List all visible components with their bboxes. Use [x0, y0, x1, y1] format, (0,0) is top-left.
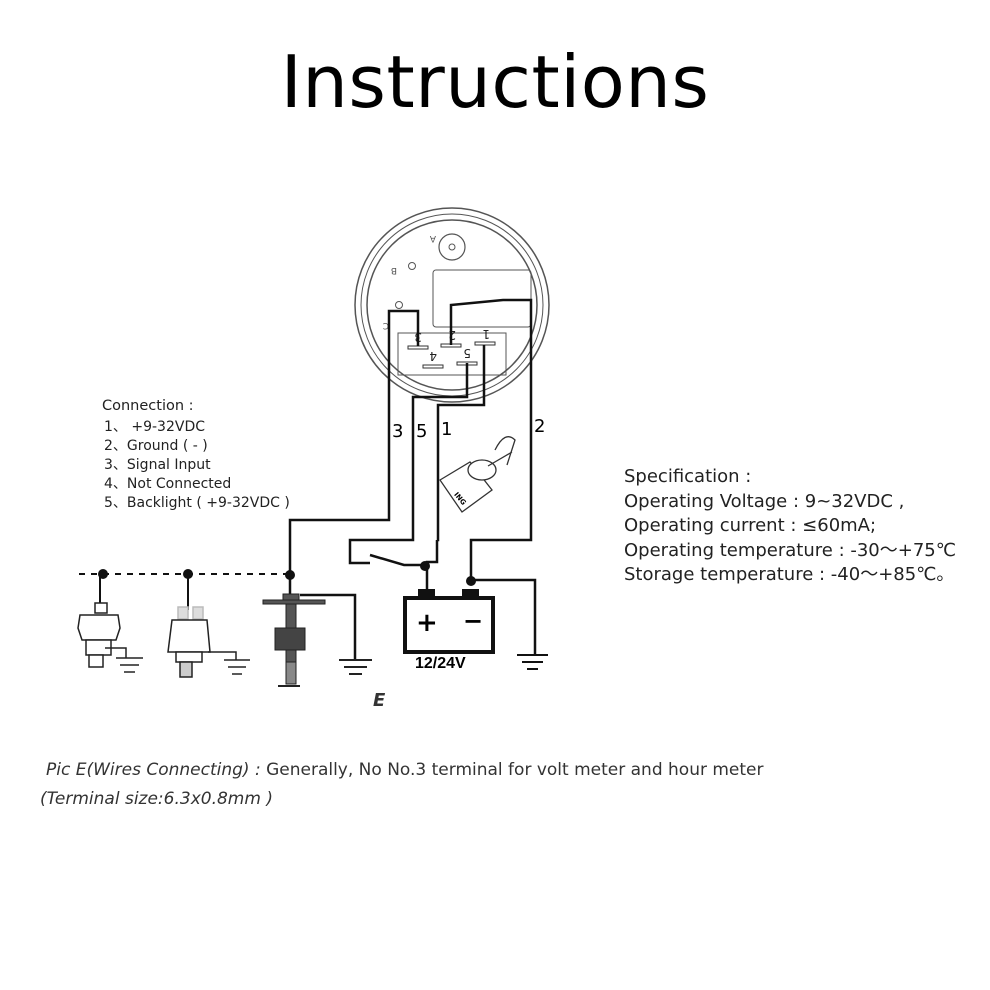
terminal-5: 5: [463, 346, 471, 360]
specification-list: Specification : Operating Voltage : 9~32…: [624, 465, 956, 588]
ignition-switch-icon: [439, 436, 516, 513]
wire-sender-ground: [300, 593, 357, 660]
connection-item: 5、Backlight ( +9-32VDC ): [104, 495, 290, 511]
connection-heading: Connection :: [102, 398, 194, 414]
level-sender-icon: [262, 593, 372, 687]
battery-minus: −: [463, 607, 483, 635]
gauge-label-a: A: [429, 233, 436, 243]
switch-lever: [369, 553, 427, 567]
battery-plus: +: [416, 608, 438, 638]
terminals: [407, 341, 496, 369]
wire-label-1: 1: [441, 419, 452, 440]
specification-item: Operating Voltage : 9~32VDC ,: [624, 490, 905, 512]
connection-item: 3、Signal Input: [104, 457, 211, 473]
junction-dots: [98, 561, 476, 586]
wiring-note: Pic E(Wires Connecting) : Generally, No …: [46, 760, 764, 780]
connection-item: 4、Not Connected: [104, 476, 232, 492]
pic-label: E: [373, 690, 386, 711]
wires: [79, 298, 537, 660]
specification-item: Storage temperature : -40～+85℃。: [624, 564, 955, 585]
specification-heading: Specification :: [624, 466, 752, 487]
wire-5: [348, 363, 469, 565]
gauge-label-c: C: [383, 320, 389, 330]
wire-2: [449, 298, 533, 580]
terminal-4: 4: [429, 349, 437, 363]
specification-item: Operating temperature : -30～+75℃: [624, 539, 956, 561]
wire-3: [288, 309, 420, 575]
battery-voltage: 12/24V: [415, 655, 466, 672]
wire-label-2: 2: [534, 416, 545, 437]
terminal-size-note: (Terminal size:6.3x0.8mm ): [40, 789, 273, 809]
wiring-note-text: Generally, No No.3 terminal for volt met…: [260, 760, 764, 780]
pressure-sender-icon: [167, 606, 250, 678]
temperature-sender-icon: [77, 602, 143, 673]
wire-1-to-battery: [425, 540, 439, 595]
specification-item: Operating current : ≤60mA;: [624, 515, 877, 536]
connection-item: 2、Ground ( - ): [104, 438, 208, 454]
wire-label-3: 3: [392, 421, 403, 442]
battery-icon: [403, 589, 548, 670]
gauge-label-b: B: [391, 265, 397, 275]
connection-list: Connection : 1、 +9-32VDC 2、Ground ( - ) …: [102, 397, 290, 513]
connection-item: 1、 +9-32VDC: [104, 419, 205, 435]
wire-ground-battery: [471, 578, 537, 655]
terminal-1: 1: [482, 327, 490, 341]
wiring-note-prefix: Pic E(Wires Connecting) :: [46, 760, 261, 780]
wire-label-5: 5: [416, 421, 427, 442]
page-title: Instructions: [280, 40, 710, 124]
